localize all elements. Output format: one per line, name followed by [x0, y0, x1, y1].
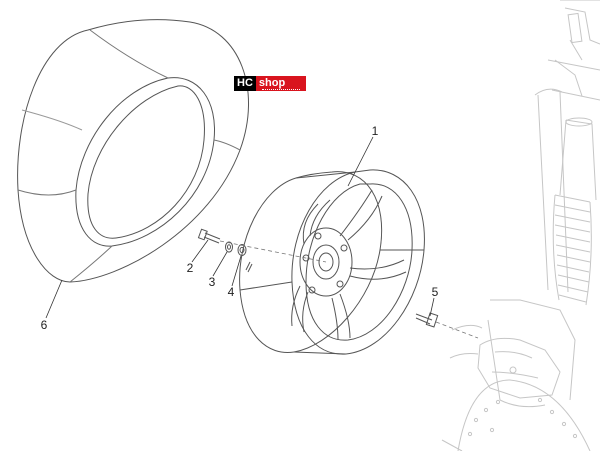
logo-shop: shop [255, 76, 306, 91]
assembly-axis-lines [219, 240, 479, 339]
callout-4: 4 [227, 285, 235, 299]
callout-3: 3 [208, 275, 216, 289]
callout-5: 5 [431, 285, 439, 299]
nut [237, 244, 247, 256]
front-fork-assembly [441, 0, 600, 451]
axle-bolt [197, 228, 221, 244]
tyre [17, 19, 249, 283]
callout-6: 6 [40, 318, 48, 332]
leader-lines [45, 136, 435, 319]
washer [225, 241, 233, 253]
logo-hc: HC [234, 76, 256, 91]
hc-shop-logo: HC shop [234, 76, 306, 91]
callout-2: 2 [186, 261, 194, 275]
caliper-screw [415, 312, 439, 328]
wheel-rim [239, 169, 425, 355]
callout-1: 1 [371, 124, 379, 138]
